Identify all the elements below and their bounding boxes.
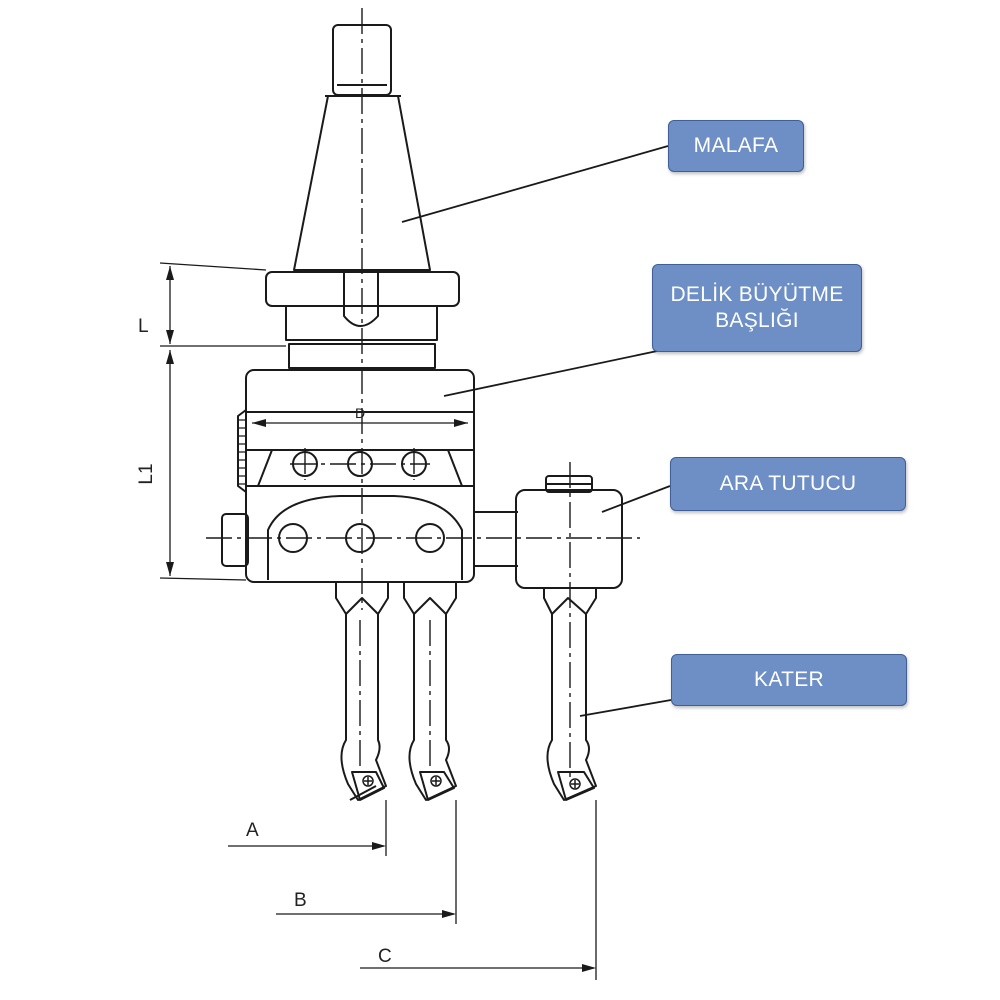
callout-kater: KATER bbox=[671, 654, 907, 706]
dim-label-D: D bbox=[355, 405, 365, 421]
boring-head-body bbox=[221, 369, 475, 583]
callout-kater-text: KATER bbox=[754, 668, 824, 691]
dimension-arrows bbox=[166, 266, 596, 972]
callout-delik-line1: DELİK BÜYÜTME bbox=[670, 283, 844, 306]
callout-ara-tutucu-text: ARA TUTUCU bbox=[719, 472, 857, 495]
dimension-lines bbox=[159, 262, 597, 980]
center-lines bbox=[206, 8, 640, 780]
callout-delik-line2: BAŞLIĞI bbox=[715, 309, 799, 332]
dim-label-B: B bbox=[294, 890, 307, 911]
insert-marks bbox=[362, 775, 581, 790]
callout-ara-tutucu: ARA TUTUCU bbox=[670, 457, 906, 511]
callout-malafa-text: MALAFA bbox=[693, 134, 779, 157]
callout-malafa: MALAFA bbox=[668, 120, 804, 172]
intermediate-holder bbox=[474, 475, 623, 589]
boring-bar-3 bbox=[543, 587, 597, 801]
dim-label-A: A bbox=[246, 820, 259, 841]
boring-bar-1 bbox=[335, 581, 389, 801]
dim-label-L: L bbox=[138, 316, 149, 337]
dim-label-L1: L1 bbox=[136, 463, 157, 484]
boring-bar-2 bbox=[403, 581, 457, 801]
dim-label-C: C bbox=[378, 946, 392, 967]
callout-delik-buyutme-basligi: DELİK BÜYÜTME BAŞLIĞI bbox=[652, 264, 862, 352]
leader-lines bbox=[401, 145, 672, 717]
